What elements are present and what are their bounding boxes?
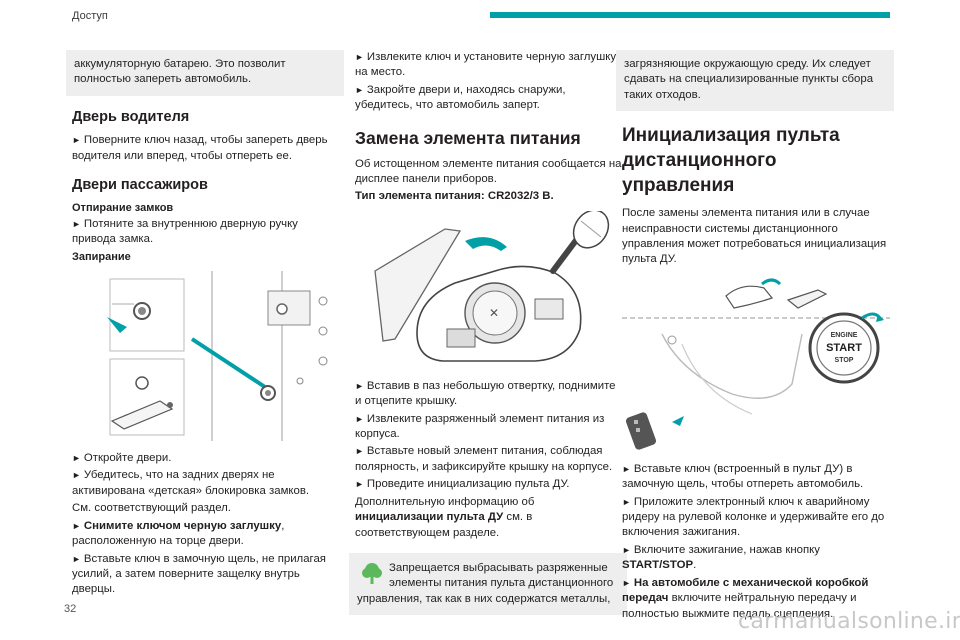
lock-step-5: ►Извлеките ключ и установите черную загл…	[355, 51, 617, 79]
tree-icon	[362, 562, 382, 584]
engine-label: ENGINE	[831, 332, 858, 339]
battery-step-1: ►Вставив в паз небольшую отвертку, подни…	[355, 379, 616, 408]
header-accent-bar	[490, 12, 890, 18]
lock-step-1: ►Откройте двери.	[72, 452, 172, 465]
note-continued-box: загрязняющие окружающую среду. Их следуе…	[616, 50, 894, 112]
bullet-icon: ►	[72, 218, 81, 229]
lock-step-2-ref: См. соответствующий раздел.	[72, 502, 231, 515]
bullet-icon: ►	[72, 553, 81, 564]
bullet-icon: ►	[355, 446, 364, 457]
door-lock-illustration	[72, 271, 340, 442]
init-step-3: ►Включите зажигание, нажав кнопку START/…	[622, 543, 820, 572]
bullet-icon: ►	[355, 413, 364, 424]
bullet-icon: ►	[355, 380, 364, 391]
bullet-icon: ►	[72, 520, 81, 531]
driver-door-heading: Дверь водителя	[72, 108, 190, 125]
bullet-icon: ►	[622, 544, 631, 555]
init-heading: Инициализация пульта дистанционного упра…	[622, 125, 840, 197]
battery-heading: Замена элемента питания	[355, 127, 581, 148]
key-battery-illustration: ✕	[355, 210, 623, 369]
battery-intro: Об истощенном элементе питания сообщаетс…	[355, 157, 622, 186]
column-1: аккумуляторную батарею. Это позволит пол…	[66, 50, 344, 600]
lock-step-2: ►Убедитесь, что на задних дверях не акти…	[72, 469, 310, 497]
svg-text:✕: ✕	[489, 306, 499, 320]
battery-step-3: ►Вставьте новый элемент питания, соблюда…	[355, 445, 613, 473]
note-text: Запрещается выбрасывать разряженные элем…	[357, 561, 614, 605]
unlock-step: ►Потяните за внутреннюю дверную ручку пр…	[72, 217, 298, 246]
bullet-icon: ►	[72, 453, 81, 464]
note-continued-text: загрязняющие окружающую среду. Их следуе…	[624, 58, 874, 101]
continued-text: аккумуляторную батарею. Это позволит пол…	[74, 58, 286, 86]
rear-doors-heading: Двери пассажиров	[72, 177, 208, 194]
bullet-icon: ►	[355, 479, 364, 490]
bullet-icon: ►	[72, 135, 81, 146]
battery-step-4: ►Проведите инициализацию пульта ДУ.	[355, 478, 570, 491]
start-label: START	[826, 342, 862, 354]
page-number: 32	[64, 603, 77, 615]
init-intro: После замены элемента питания или в случ…	[622, 207, 887, 266]
battery-type: Тип элемента питания: CR2032/3 В.	[355, 190, 554, 203]
column-2: ►Извлеките ключ и установите черную загл…	[349, 50, 627, 616]
unlock-subheading: Отпирание замков	[72, 202, 174, 215]
bullet-icon: ►	[355, 52, 364, 62]
column-3: загрязняющие окружающую среду. Их следуе…	[616, 50, 894, 624]
init-step-4: ►На автомобиле с механической коробкой п…	[622, 576, 869, 620]
lock-subheading: Запирание	[72, 250, 131, 263]
bullet-icon: ►	[72, 470, 81, 481]
driver-door-step: ►Поверните ключ назад, чтобы запереть дв…	[72, 134, 328, 162]
init-step-1: ►Вставьте ключ (встроенный в пульт ДУ) в…	[622, 462, 864, 491]
environment-note: Запрещается выбрасывать разряженные элем…	[349, 552, 627, 616]
lock-step-4: ►Вставьте ключ в замочную щель, не прила…	[72, 552, 326, 596]
battery-step-2: ►Извлеките разряженный элемент питания и…	[355, 412, 605, 441]
section-title: Доступ	[72, 10, 108, 22]
more-info: Дополнительную информацию об инициализац…	[355, 495, 535, 539]
bullet-icon: ►	[622, 463, 631, 474]
remote-init-illustration: ENGINE START STOP	[622, 274, 890, 452]
continued-box: аккумуляторную батарею. Это позволит пол…	[66, 50, 344, 96]
lock-step-3: ►Снимите ключом черную заглушку, располо…	[72, 519, 285, 548]
lock-step-6: ►Закройте двери и, находясь снаружи, убе…	[355, 83, 566, 112]
init-step-2: ►Приложите электронный ключ к аварийному…	[622, 495, 885, 539]
stop-label: STOP	[835, 357, 854, 364]
bullet-icon: ►	[355, 84, 364, 95]
bullet-icon: ►	[622, 496, 631, 507]
bullet-icon: ►	[622, 577, 631, 588]
watermark: carmanualsonline.info	[738, 609, 960, 634]
